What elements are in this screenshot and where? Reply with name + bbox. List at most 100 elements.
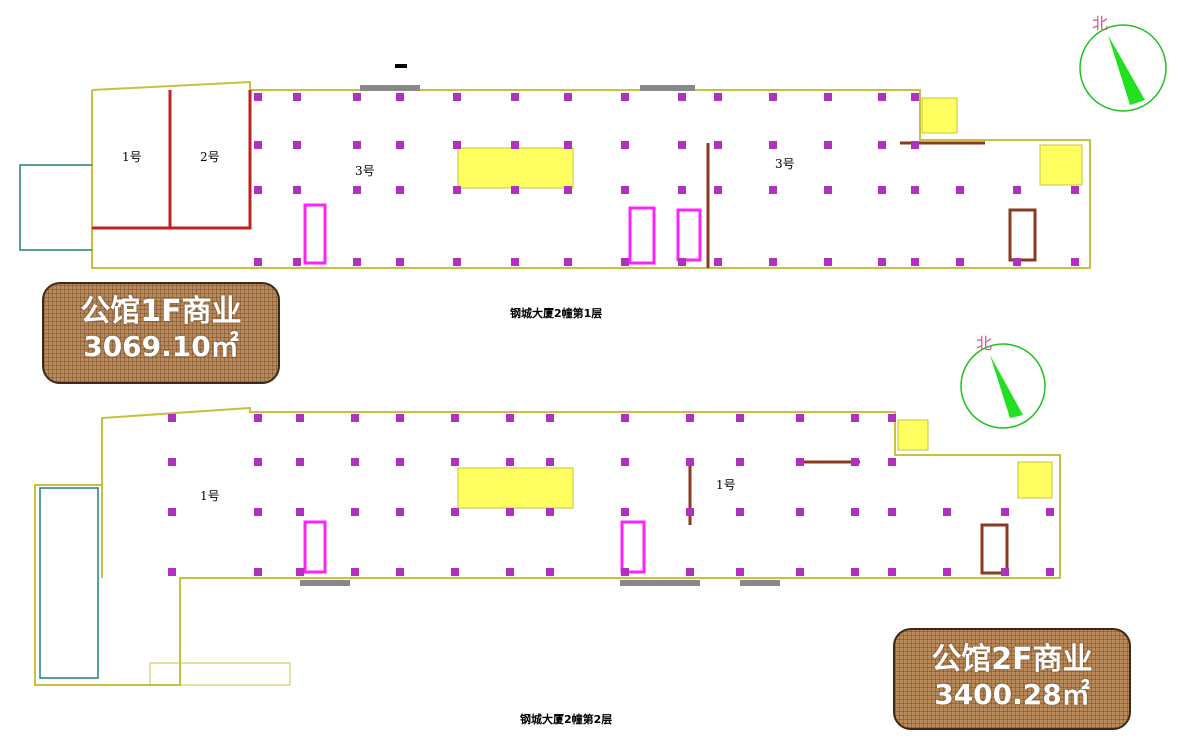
column-marker	[564, 258, 572, 266]
column-marker	[451, 414, 459, 422]
column-marker	[678, 93, 686, 101]
column-marker	[168, 414, 176, 422]
column-marker	[686, 568, 694, 576]
column-marker	[888, 508, 896, 516]
north-label: 北	[1092, 14, 1109, 33]
column-marker	[736, 568, 744, 576]
column-marker	[1071, 186, 1079, 194]
column-marker	[678, 186, 686, 194]
column-marker	[678, 141, 686, 149]
column-marker	[686, 508, 694, 516]
column-marker	[296, 508, 304, 516]
column-marker	[396, 414, 404, 422]
floor2-plan	[34, 406, 1061, 686]
column-marker	[796, 458, 804, 466]
column-marker	[824, 141, 832, 149]
column-marker	[396, 186, 404, 194]
column-marker	[453, 93, 461, 101]
column-marker	[564, 186, 572, 194]
column-marker	[824, 93, 832, 101]
column-marker	[621, 458, 629, 466]
column-marker	[911, 186, 919, 194]
badge-title: 公馆2F商业	[931, 642, 1093, 677]
column-marker	[796, 414, 804, 422]
column-marker	[686, 414, 694, 422]
room-label: 1号	[716, 478, 736, 492]
room-label: 3号	[775, 157, 795, 171]
column-marker	[943, 568, 951, 576]
column-marker	[851, 458, 859, 466]
column-marker	[1046, 568, 1054, 576]
column-marker	[1001, 568, 1009, 576]
column-marker	[956, 258, 964, 266]
column-marker	[351, 508, 359, 516]
structural-columns	[168, 93, 1079, 576]
column-marker	[678, 258, 686, 266]
column-marker	[888, 414, 896, 422]
floor1-caption: 钢城大厦2幢第1层	[510, 307, 603, 320]
column-marker	[956, 186, 964, 194]
column-marker	[506, 568, 514, 576]
column-marker	[506, 458, 514, 466]
column-marker	[621, 414, 629, 422]
column-marker	[878, 186, 886, 194]
column-marker	[453, 258, 461, 266]
column-marker	[1046, 508, 1054, 516]
column-marker	[254, 568, 262, 576]
column-marker	[511, 258, 519, 266]
column-marker	[296, 458, 304, 466]
column-marker	[168, 508, 176, 516]
badge-title: 公馆1F商业	[80, 294, 242, 329]
column-marker	[254, 93, 262, 101]
column-marker	[506, 414, 514, 422]
column-marker	[546, 414, 554, 422]
column-marker	[396, 93, 404, 101]
column-marker	[511, 186, 519, 194]
column-marker	[851, 414, 859, 422]
column-marker	[769, 186, 777, 194]
column-marker	[714, 93, 722, 101]
column-marker	[293, 186, 301, 194]
column-marker	[911, 93, 919, 101]
column-marker	[621, 141, 629, 149]
column-marker	[736, 414, 744, 422]
column-marker	[714, 186, 722, 194]
column-marker	[351, 568, 359, 576]
column-marker	[451, 568, 459, 576]
column-marker	[293, 258, 301, 266]
column-marker	[796, 568, 804, 576]
column-marker	[396, 258, 404, 266]
column-marker	[564, 141, 572, 149]
badge-area: 3069.10㎡	[83, 330, 239, 363]
column-marker	[851, 508, 859, 516]
column-marker	[254, 186, 262, 194]
column-marker	[353, 258, 361, 266]
column-marker	[396, 141, 404, 149]
column-marker	[714, 141, 722, 149]
column-marker	[621, 93, 629, 101]
column-marker	[736, 508, 744, 516]
north-arrow-1	[1079, 24, 1167, 112]
column-marker	[353, 186, 361, 194]
column-marker	[353, 141, 361, 149]
column-marker	[451, 508, 459, 516]
column-marker	[769, 258, 777, 266]
column-marker	[621, 568, 629, 576]
column-marker	[296, 568, 304, 576]
column-marker	[621, 508, 629, 516]
column-marker	[351, 414, 359, 422]
column-marker	[714, 258, 722, 266]
column-marker	[353, 93, 361, 101]
north-label: 北	[976, 334, 993, 353]
column-marker	[769, 93, 777, 101]
column-marker	[911, 258, 919, 266]
column-marker	[546, 568, 554, 576]
column-marker	[453, 186, 461, 194]
floor1-area-badge: 公馆1F商业 3069.10㎡	[42, 282, 280, 384]
column-marker	[451, 458, 459, 466]
column-marker	[254, 414, 262, 422]
room-label: 3号	[355, 164, 375, 178]
column-marker	[351, 458, 359, 466]
column-marker	[254, 458, 262, 466]
